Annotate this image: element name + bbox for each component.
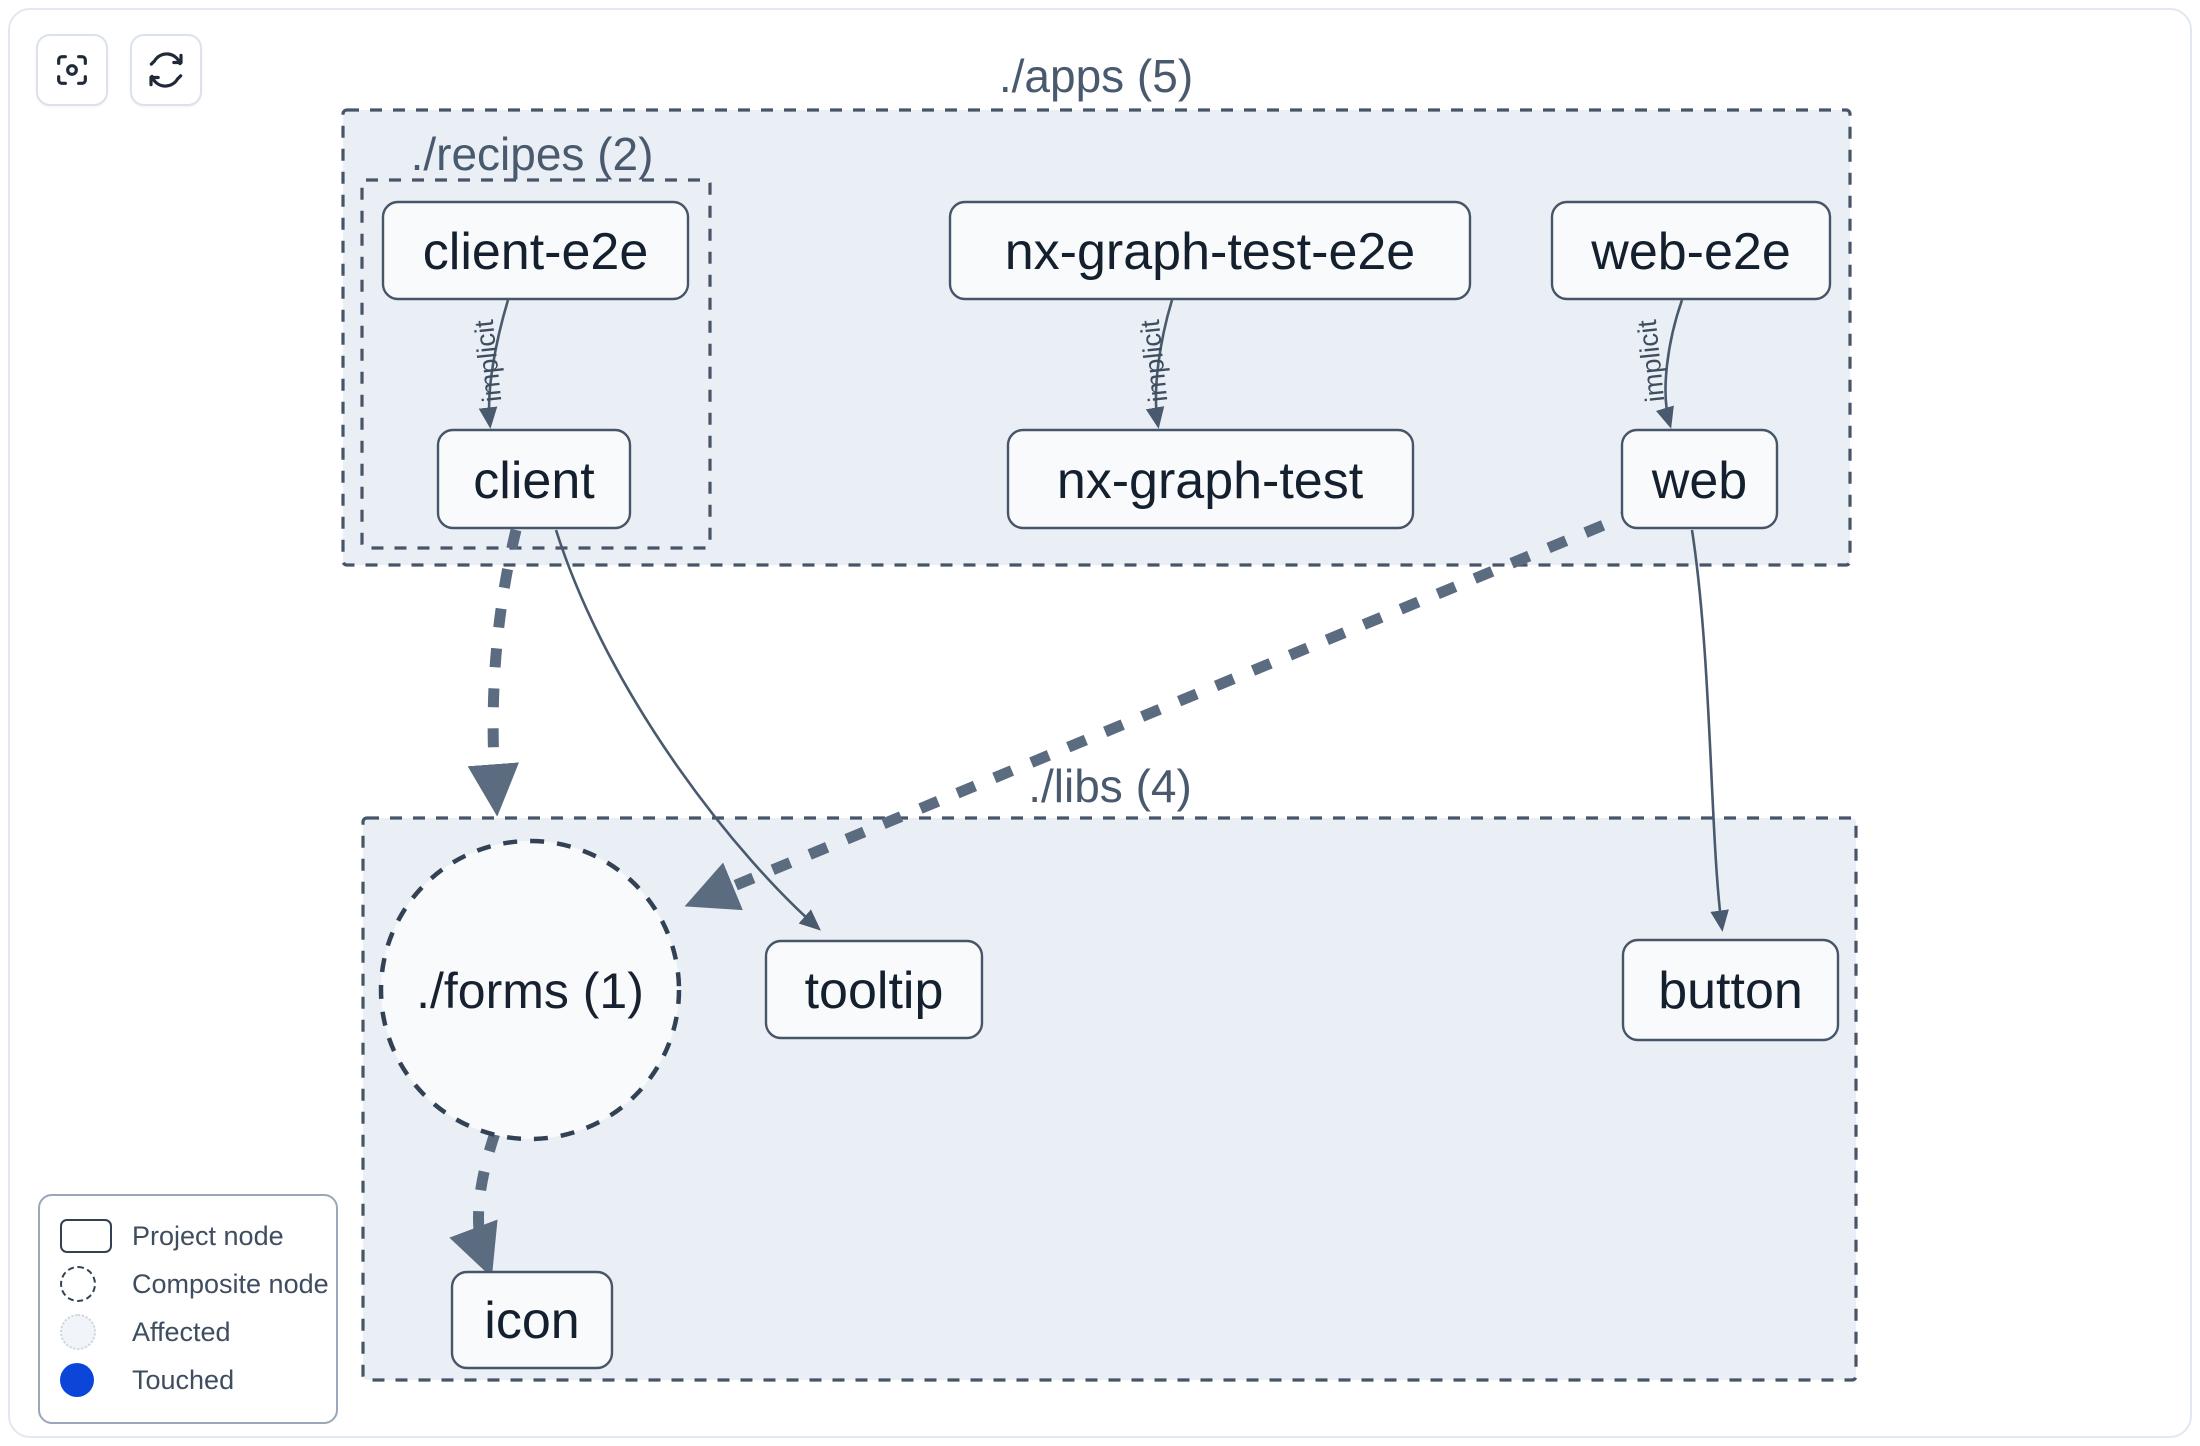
node-nx-graph-test[interactable]: nx-graph-test [1006,428,1415,530]
node-rect [381,200,690,301]
node-client-e2e[interactable]: client-e2e [381,200,690,301]
node-label: tooltip [805,962,944,1020]
node-rect [948,200,1472,301]
group-libs-rect [361,816,1858,1382]
edge-path [554,529,821,931]
graph-toolbar [36,34,202,106]
edge-forms-to-icon[interactable] [449,1131,501,1278]
focus-graph-button[interactable] [36,34,108,106]
node-label: nx-graph-test [1057,452,1364,510]
group-apps-rect [341,108,1852,567]
node-rect [436,428,632,530]
node-label: nx-graph-test-e2e [1005,223,1415,281]
edge-path [1145,299,1174,429]
legend-item-project-node: Project node [60,1212,316,1260]
node-label: ./forms (1) [416,963,644,1019]
node-rect [1621,938,1840,1042]
refresh-graph-button[interactable] [130,34,202,106]
node-label: client [473,452,595,510]
node-rect [450,1270,614,1370]
project-node-swatch-icon [60,1218,116,1254]
edge-path [478,299,510,429]
group-libs[interactable]: ./libs (4) [361,760,1858,1382]
edge-path [467,528,522,817]
node-label: web-e2e [1590,223,1790,281]
group-apps[interactable]: ./apps (5) [341,50,1852,567]
node-button[interactable]: button [1621,938,1840,1042]
composite-node-swatch-icon [60,1266,116,1302]
node-rect [1006,428,1415,530]
node-icon[interactable]: icon [450,1270,614,1370]
edge-web-to-forms[interactable] [684,504,1643,911]
node-rect [1620,428,1779,530]
node-label: client-e2e [423,223,648,281]
node-client[interactable]: client [436,428,632,530]
legend-label: Affected [132,1316,231,1347]
group-recipes-label: ./recipes (2) [411,128,654,180]
node-label: web [1651,452,1747,510]
node-web-e2e[interactable]: web-e2e [1550,200,1832,301]
node-rect [1550,200,1832,301]
edge-path [684,504,1643,911]
edge-path [449,1131,501,1278]
legend-label: Touched [132,1364,235,1395]
node-tooltip[interactable]: tooltip [764,939,984,1040]
refresh-icon [146,50,186,90]
touched-swatch-icon [60,1362,116,1398]
edge-client-to-tooltip[interactable] [554,529,821,931]
affected-swatch-icon [60,1314,116,1350]
edge-web-to-button[interactable] [1690,529,1729,932]
focus-target-icon [52,50,92,90]
node-rect [764,939,984,1040]
group-apps-label: ./apps (5) [999,50,1193,102]
graph-legend: Project node Composite node Affected Tou… [38,1194,338,1424]
graph-nodes: client-e2e nx-graph-test-e2e web-e2e cli… [378,200,1840,1370]
node-nx-graph-test-e2e[interactable]: nx-graph-test-e2e [948,200,1472,301]
edge-web-e2e-to-web[interactable]: implicit [1632,299,1684,429]
node-forms-composite[interactable]: ./forms (1) [378,838,682,1142]
edge-path [1655,299,1684,429]
legend-item-touched: Touched [60,1356,316,1404]
edge-client-to-forms[interactable] [467,528,522,817]
legend-label: Composite node [132,1268,329,1299]
node-label: button [1658,962,1803,1020]
legend-item-affected: Affected [60,1308,316,1356]
node-web[interactable]: web [1620,428,1779,530]
group-libs-label: ./libs (4) [1028,760,1192,812]
graph-edges: implicit implicit implicit [449,299,1729,1278]
composite-node-circle [378,838,682,1142]
legend-item-composite-node: Composite node [60,1260,329,1308]
edge-nx-graph-test-e2e-to-nx-graph-test[interactable]: implicit [1135,299,1174,429]
legend-label: Project node [132,1220,284,1251]
node-label: icon [484,1292,579,1350]
edge-path [1690,529,1729,932]
